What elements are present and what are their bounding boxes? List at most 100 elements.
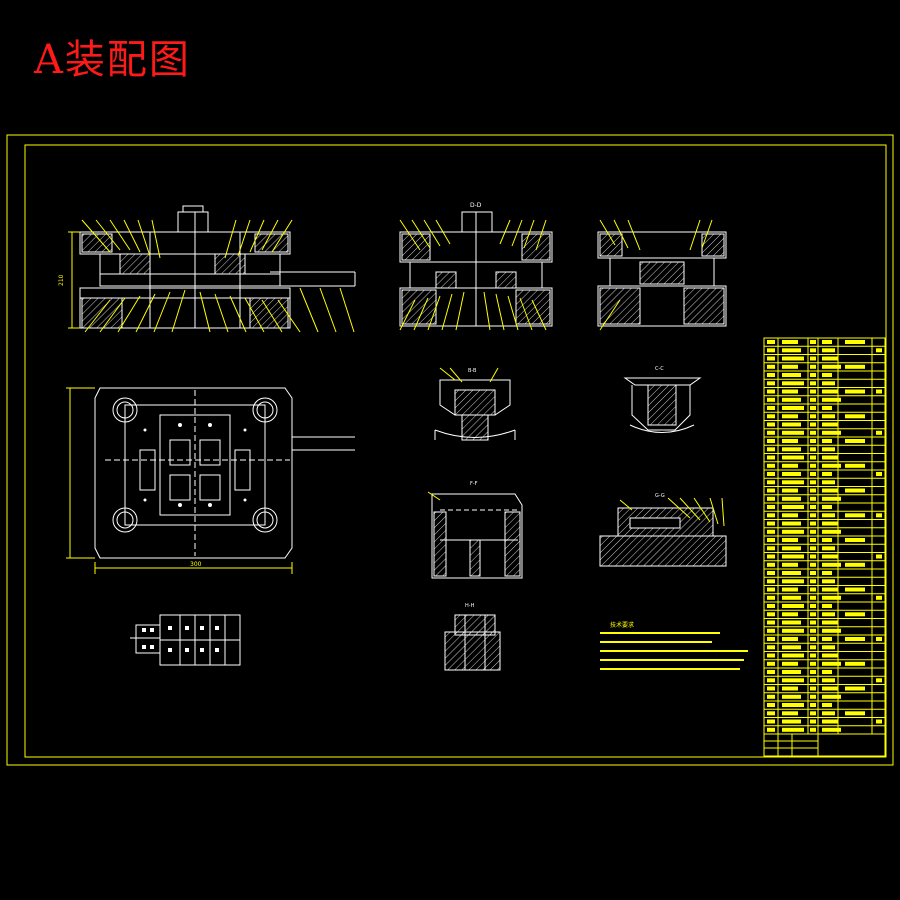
parts-cell-text (782, 364, 798, 369)
parts-cell-text (782, 513, 798, 518)
parts-cell-text (810, 447, 816, 452)
parts-cell-text (810, 670, 816, 674)
parts-cell-text (782, 604, 804, 608)
parts-cell-text (767, 571, 775, 575)
title-block (763, 733, 886, 757)
parts-cell-text (767, 455, 775, 460)
parts-cell-text (845, 711, 865, 716)
parts-cell-text (767, 472, 775, 476)
parts-cell-text (822, 447, 835, 452)
parts-cell-text (782, 389, 798, 394)
parts-cell-text (782, 348, 801, 353)
parts-cell-text (810, 488, 816, 493)
parts-cell-text (782, 661, 798, 666)
parts-cell-text (822, 554, 838, 559)
parts-cell-text (810, 521, 816, 526)
parts-cell-text (767, 496, 775, 501)
parts-cell-text (810, 513, 816, 518)
parts-cell-text (767, 356, 775, 361)
parts-cell-text (782, 505, 804, 509)
parts-cell-text (767, 546, 775, 551)
parts-cell-text (810, 538, 816, 542)
parts-cell-text (810, 356, 816, 361)
parts-cell-text (845, 463, 865, 468)
parts-cell-text (810, 373, 816, 377)
parts-cell-text (767, 554, 775, 559)
parts-cell-text (810, 554, 816, 559)
parts-cell-text (876, 595, 882, 600)
parts-cell-text (782, 488, 798, 493)
section-d-d: D-D (399, 202, 553, 331)
parts-cell-text (822, 488, 838, 493)
parts-cell-text (767, 529, 775, 534)
parts-cell-text (810, 571, 816, 575)
parts-cell-text (822, 463, 841, 468)
parts-cell-text (782, 628, 804, 633)
parts-cell-text (876, 719, 882, 724)
parts-cell-text (782, 439, 798, 443)
parts-cell-text (782, 670, 801, 674)
parts-cell-text (810, 637, 816, 641)
parts-cell-text (810, 397, 816, 402)
section-side (597, 219, 727, 331)
parts-cell-text (810, 348, 816, 353)
parts-cell-text (767, 389, 775, 394)
parts-cell-text (822, 595, 841, 600)
parts-cell-text (876, 513, 882, 518)
parts-cell-text (767, 719, 775, 724)
parts-cell-text (782, 381, 804, 386)
parts-cell-text (810, 694, 816, 699)
parts-cell-text (767, 430, 775, 435)
parts-cell-text (782, 595, 801, 600)
parts-cell-text (810, 472, 816, 476)
parts-cell-text (876, 430, 882, 435)
parts-cell-text (767, 340, 775, 344)
parts-cell-text (767, 513, 775, 518)
parts-cell-text (822, 381, 835, 386)
parts-cell-text (767, 703, 775, 707)
parts-cell-text (810, 546, 816, 551)
parts-cell-text (822, 406, 832, 410)
parts-cell-text (782, 686, 798, 691)
parts-cell-text (782, 430, 804, 435)
parts-cell-text (822, 538, 832, 542)
parts-cell-text (822, 678, 835, 683)
parts-cell-text (822, 711, 835, 716)
section-b-b: B-B (434, 367, 516, 441)
parts-cell-text (767, 604, 775, 608)
parts-cell-text (822, 587, 838, 592)
parts-cell-text (822, 430, 841, 435)
parts-cell-text (810, 505, 816, 509)
parts-cell-text (767, 645, 775, 650)
parts-cell-text (822, 620, 838, 625)
parts-cell-text (782, 406, 804, 410)
parts-cell-text (845, 587, 865, 592)
parts-cell-text (810, 661, 816, 666)
parts-cell-text (845, 513, 865, 518)
parts-cell-text (767, 505, 775, 509)
parts-cell-text (822, 480, 835, 485)
parts-cell-text (782, 546, 801, 551)
inner-frame (24, 144, 887, 758)
parts-cell-text (822, 628, 841, 633)
parts-cell-text (822, 439, 832, 443)
parts-cell-text (810, 463, 816, 468)
parts-cell-text (810, 414, 816, 419)
outer-frame (6, 134, 894, 766)
parts-cell-text (845, 439, 865, 443)
parts-cell-text (767, 620, 775, 625)
parts-cell-text (782, 538, 798, 542)
parts-cell-text (782, 579, 804, 584)
parts-cell-text (822, 496, 841, 501)
parts-cell-text (782, 719, 801, 724)
parts-cell-text (810, 579, 816, 584)
parts-cell-text (782, 340, 798, 344)
parts-cell-text (810, 389, 816, 394)
parts-cell-text (767, 694, 775, 699)
parts-cell-text (767, 439, 775, 443)
parts-cell-text (810, 480, 816, 485)
parts-cell-text (845, 389, 865, 394)
parts-cell-text (782, 612, 798, 617)
parts-cell-text (822, 645, 835, 650)
